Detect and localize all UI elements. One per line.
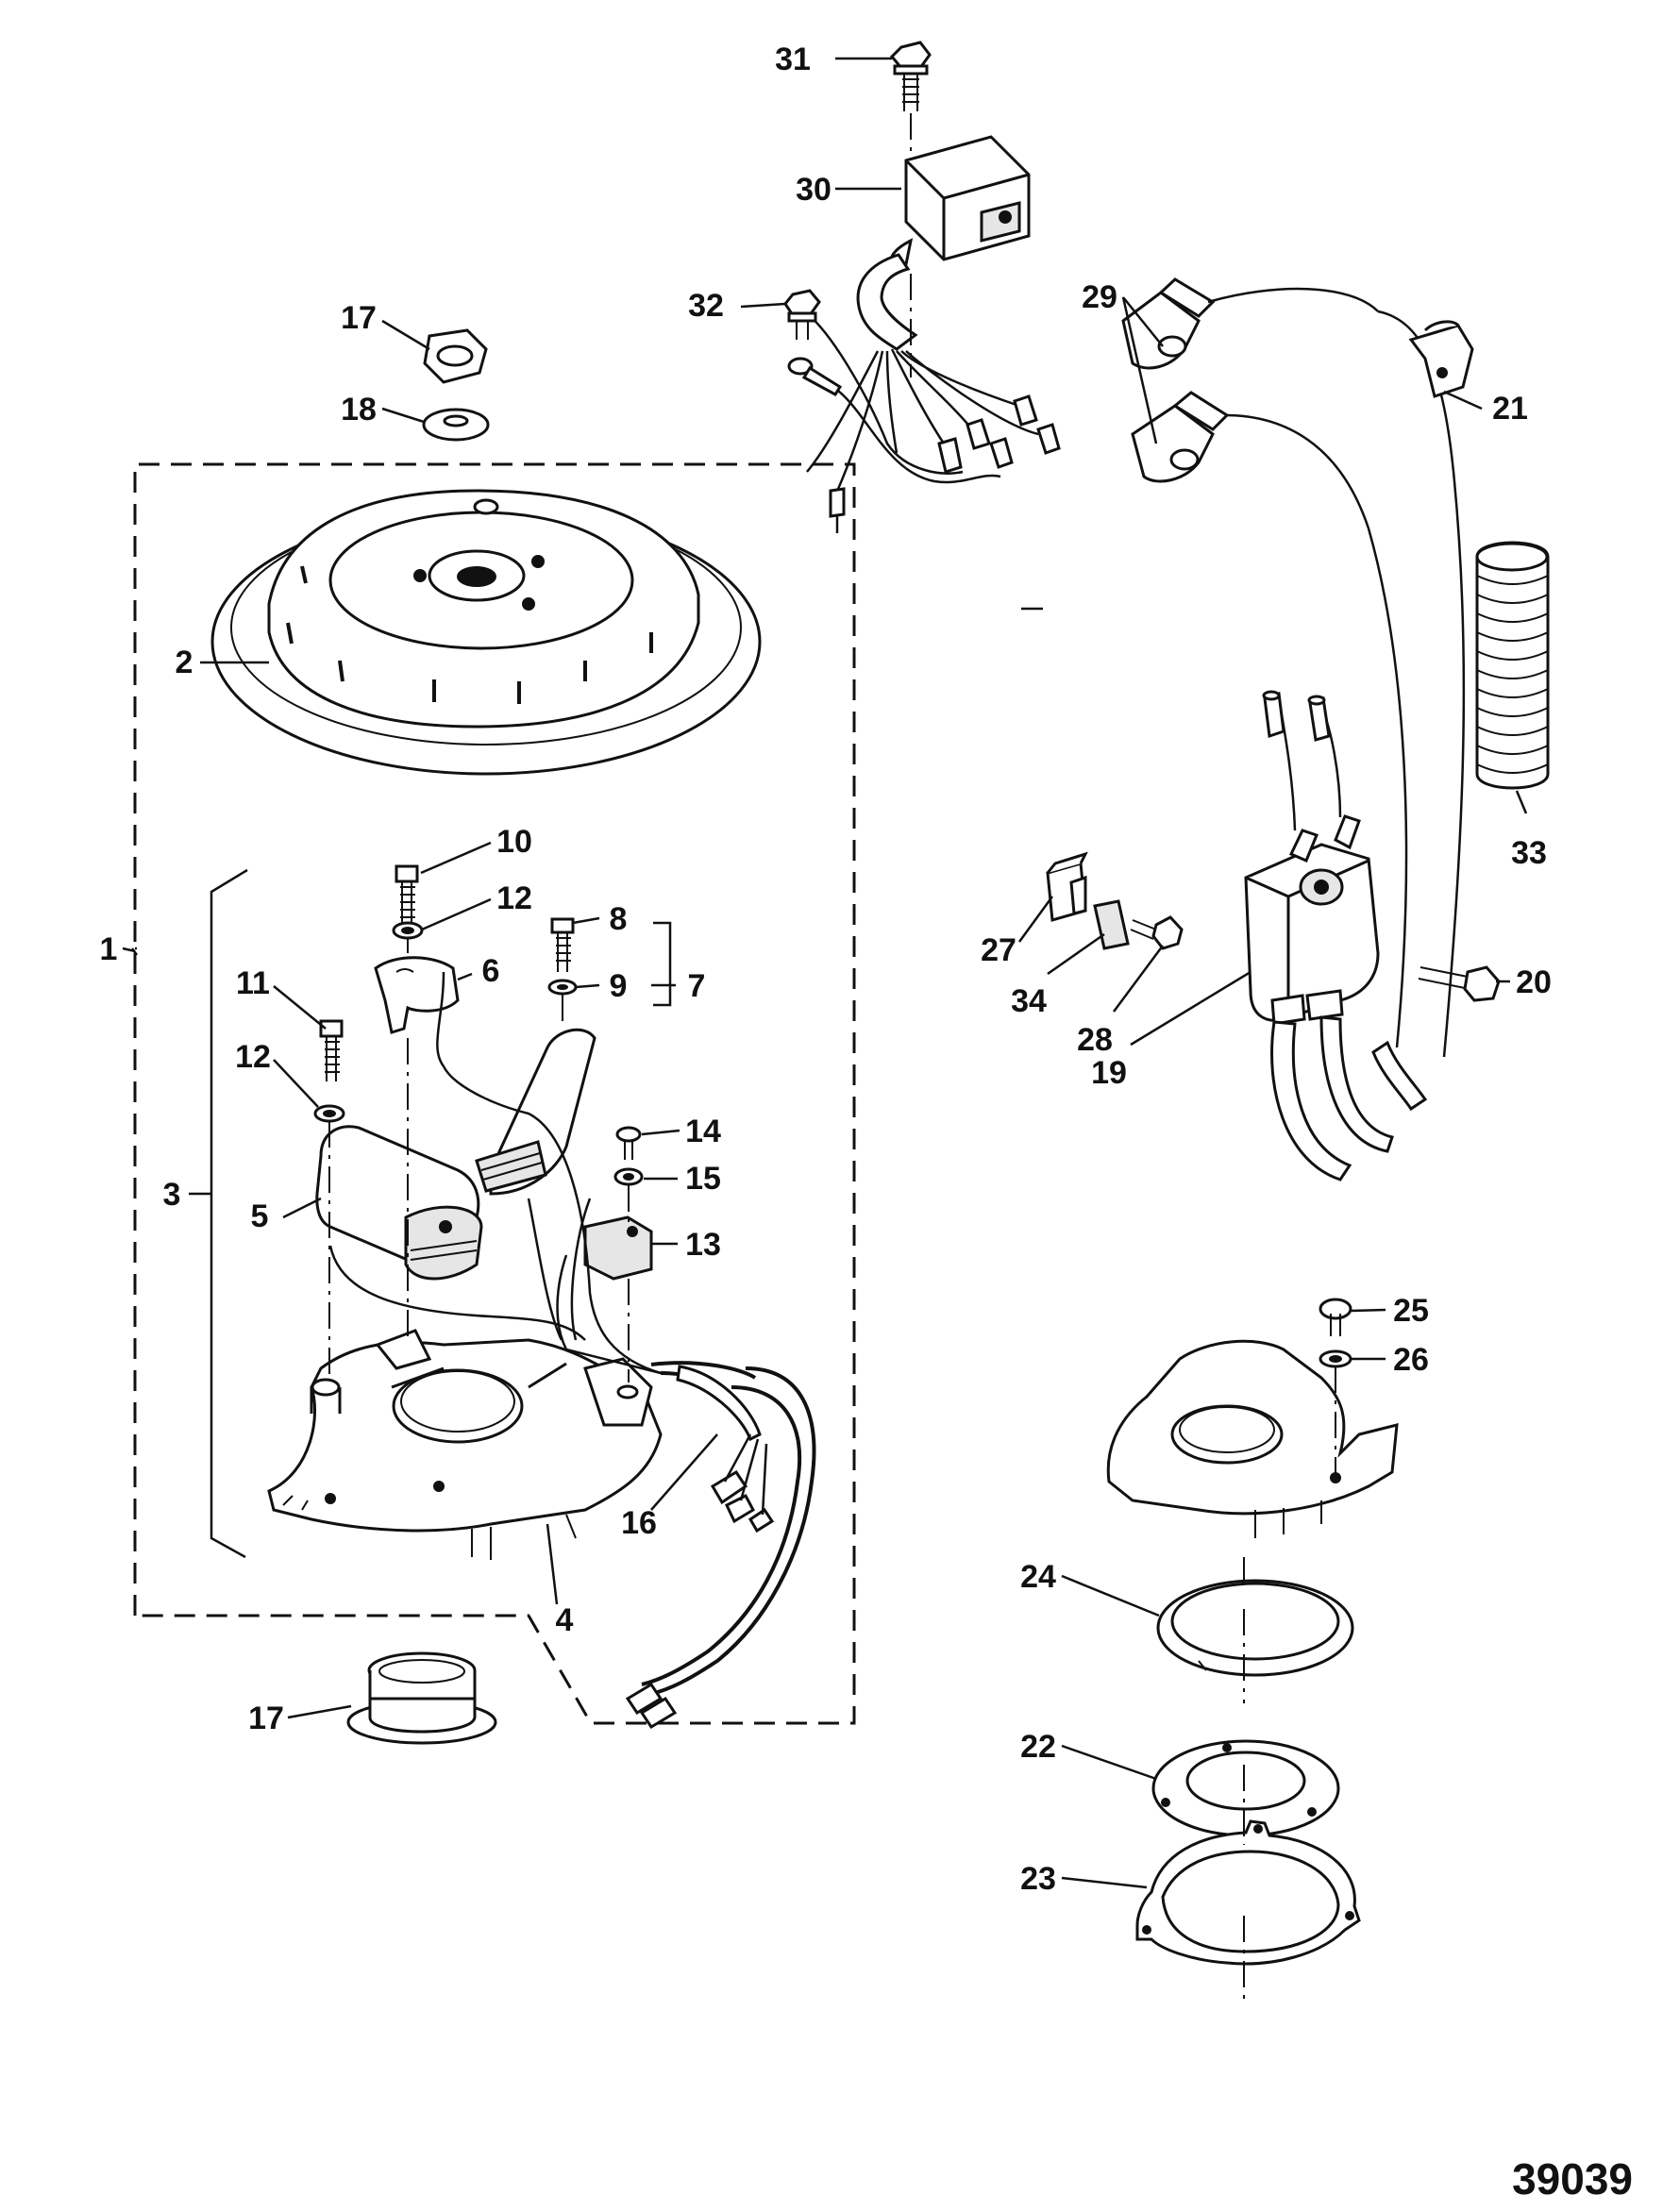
- callout-2: 2: [176, 645, 193, 680]
- sleeve-34: [1475, 541, 1550, 790]
- callout-19: 18: [341, 392, 377, 427]
- callout-4: 4: [556, 1602, 574, 1638]
- trigger-plate: [1106, 1339, 1399, 1538]
- spark-plug-boot-30-lower: [1131, 391, 1370, 529]
- pad-35: [1093, 899, 1130, 950]
- callout-14: 14: [685, 1114, 721, 1149]
- ring-25: [1156, 1579, 1354, 1677]
- washer-27: [1319, 1349, 1352, 1368]
- assembly-1-boundary: [133, 462, 856, 1725]
- callout-31: 30: [796, 172, 832, 208]
- bolt-32: [889, 41, 932, 111]
- washer-9: [547, 979, 578, 996]
- callout-9: 9: [610, 968, 628, 1004]
- callout-6: 6: [482, 953, 500, 989]
- callout-22: 21: [1492, 391, 1528, 427]
- screw-8: [550, 917, 575, 972]
- figure-id: 39039: [1512, 2154, 1633, 2204]
- group-3-bracket: [210, 868, 248, 1559]
- bolt-33: [783, 289, 821, 340]
- callout-5: 5: [251, 1198, 269, 1234]
- alignment-lines: [328, 113, 1336, 2001]
- washer-12-lower: [313, 1104, 345, 1123]
- stator-plate-4: [267, 1329, 663, 1560]
- callout-13: 13: [685, 1227, 721, 1263]
- callout-24: 23: [1020, 1861, 1056, 1897]
- callout-32: 31: [775, 42, 811, 77]
- callout-8: 8: [610, 901, 628, 937]
- callout-12-upper: 12: [496, 880, 532, 916]
- callout-7: 7: [688, 968, 706, 1004]
- coil-7: [475, 1028, 596, 1196]
- callout-23: 22: [1020, 1729, 1056, 1765]
- nut-18: [423, 328, 488, 384]
- callout-26: 25: [1393, 1293, 1429, 1329]
- callout-11: 11: [236, 965, 270, 1001]
- callout-10: 10: [496, 824, 532, 860]
- screw-29: [1130, 915, 1184, 950]
- screw-10: [395, 864, 419, 924]
- callout-18: 17: [341, 300, 377, 336]
- callout-12-lower: 12: [235, 1039, 271, 1075]
- high-tension-leads: [1367, 310, 1466, 1112]
- wire-harness-16: [328, 971, 816, 1730]
- callout-29: 28: [1077, 1022, 1113, 1058]
- gasket-24: [1135, 1819, 1361, 1966]
- bolt-21: [1418, 965, 1501, 1002]
- flywheel-2: [210, 489, 762, 776]
- plate-23: [1151, 1739, 1340, 1837]
- callout-25: 24: [1020, 1559, 1056, 1595]
- clip-28: [1046, 851, 1088, 922]
- screw-14: [615, 1126, 642, 1160]
- switch-harness: [803, 253, 1061, 533]
- bushing-17: [346, 1651, 497, 1745]
- coil-20: [1244, 690, 1394, 1181]
- callout-27: 26: [1393, 1342, 1429, 1378]
- callout-35: 34: [1011, 983, 1047, 1019]
- coil-6: [374, 956, 460, 1034]
- callout-21: 20: [1516, 964, 1552, 1000]
- callout-30: 29: [1082, 279, 1117, 315]
- washer-12-upper: [392, 921, 424, 940]
- spark-plug-boot-30-upper: [1121, 277, 1379, 370]
- callout-17: 17: [248, 1701, 284, 1736]
- clip-13: [583, 1215, 653, 1281]
- washer-19: [422, 408, 490, 442]
- switch-box-31: [888, 135, 1031, 276]
- callout-3: 3: [163, 1177, 181, 1213]
- callout-33: 32: [688, 288, 724, 324]
- leader-lines: [122, 57, 1528, 1889]
- coil-5: [315, 1125, 483, 1281]
- callout-34: 33: [1511, 835, 1547, 871]
- screw-11: [319, 1019, 344, 1081]
- clip-22: [1408, 320, 1474, 398]
- ring-terminal: [787, 357, 1001, 484]
- group-7-bracket: [653, 921, 672, 1007]
- washer-15: [613, 1167, 644, 1186]
- screw-26: [1319, 1298, 1352, 1336]
- callout-16: 16: [621, 1505, 657, 1541]
- callout-20: 19: [1091, 1055, 1127, 1091]
- callout-labels: 31 30 32 17 18 2 29 21 33 10 12 8 6 9 7 …: [100, 42, 1552, 1897]
- callout-1: 1: [100, 931, 118, 967]
- callout-15: 15: [685, 1161, 721, 1197]
- callout-28: 27: [981, 932, 1016, 968]
